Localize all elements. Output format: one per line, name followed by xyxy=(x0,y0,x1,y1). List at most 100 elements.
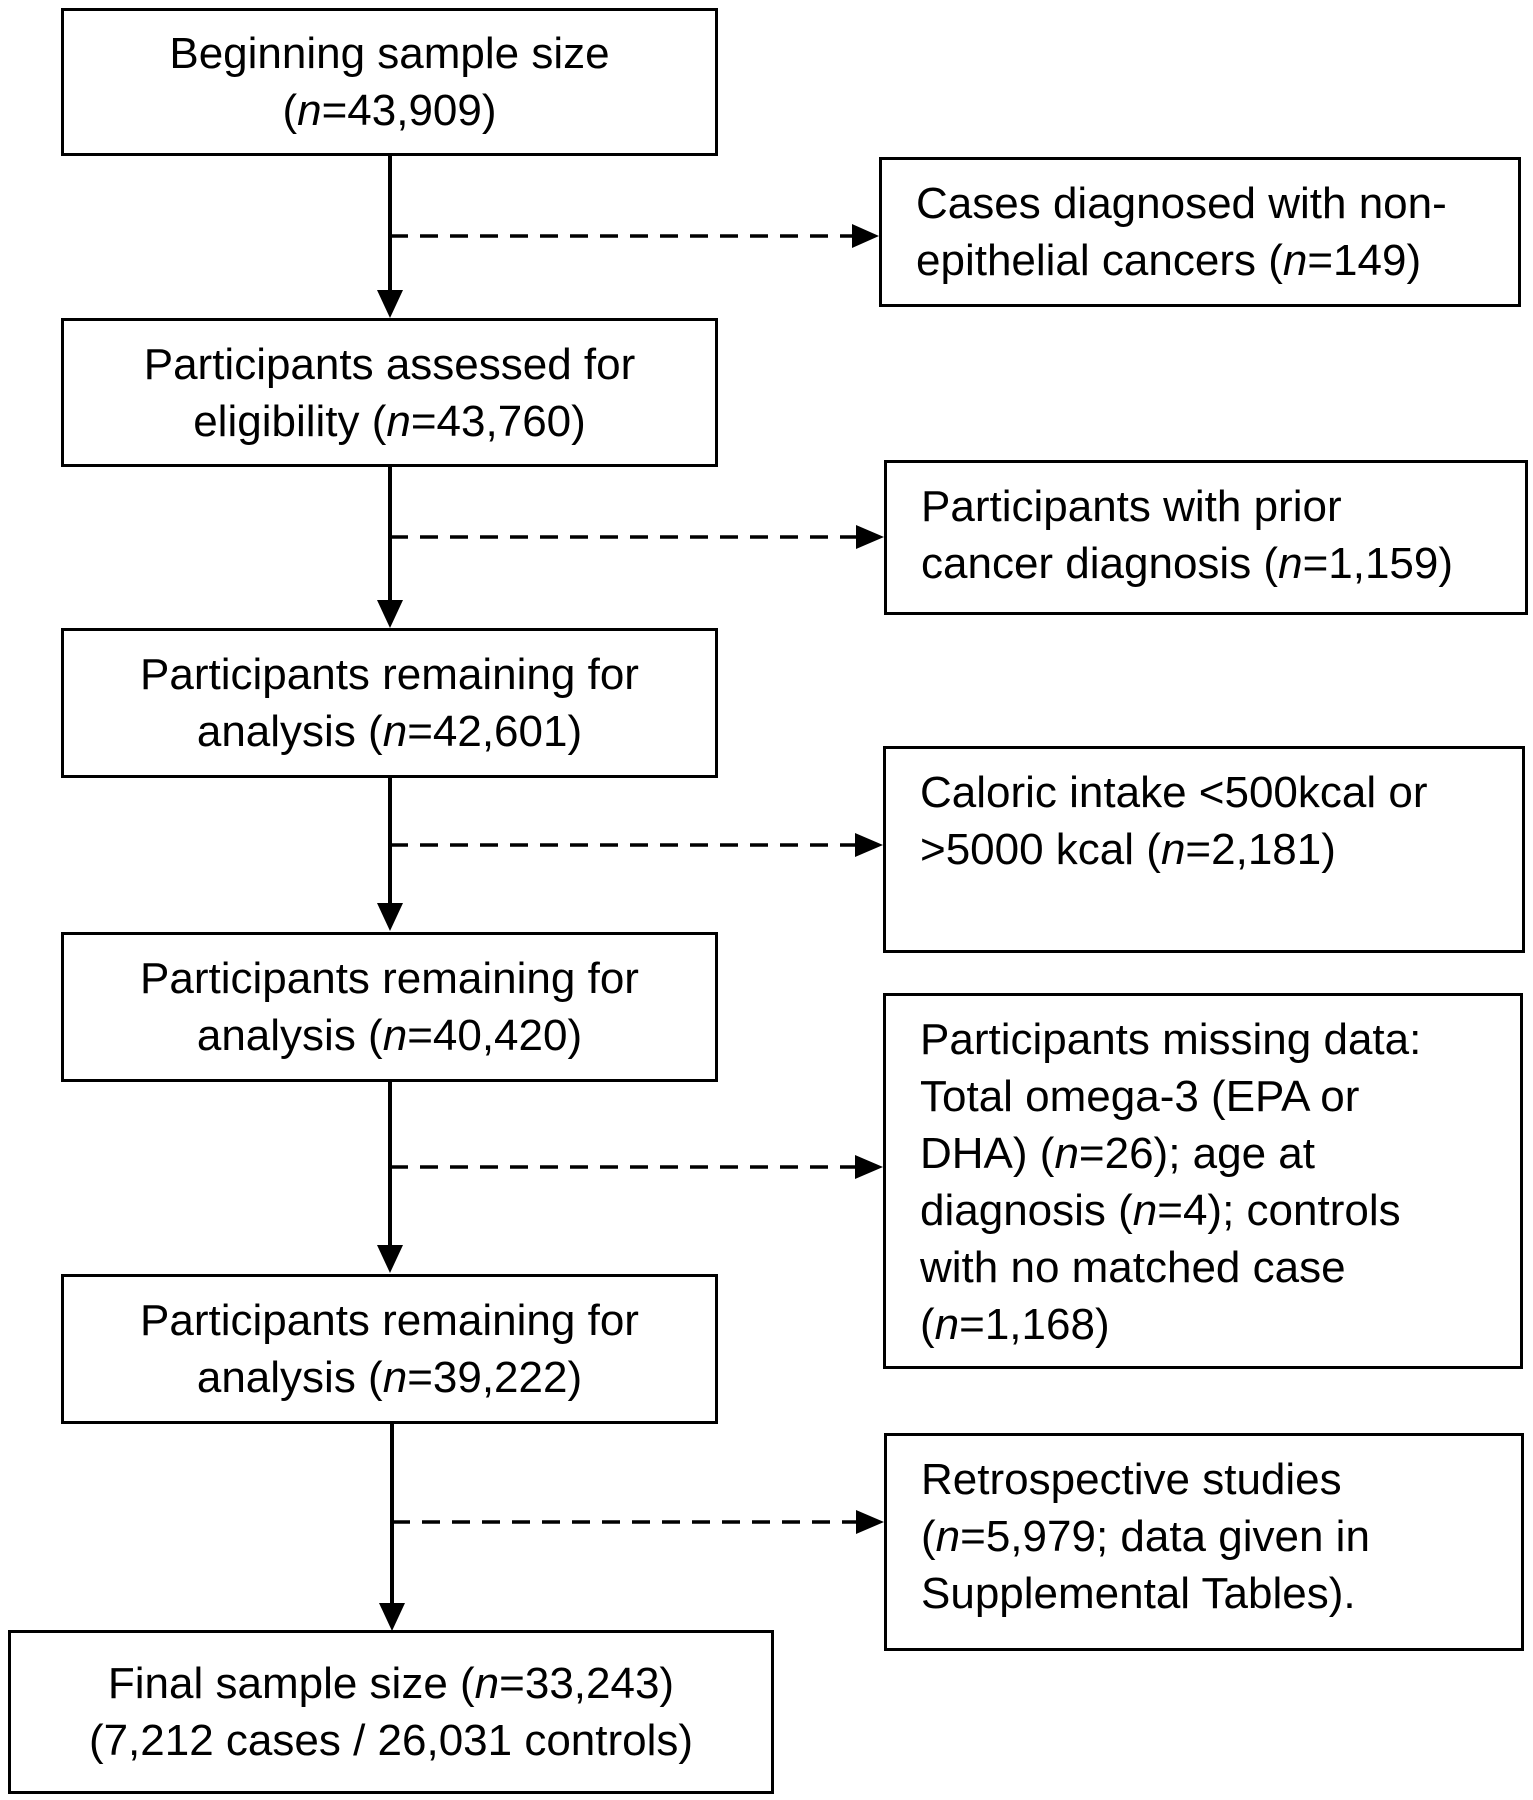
box-text-segment: Retrospective studies xyxy=(921,1455,1342,1504)
box-text-segment: =5,979; data given in xyxy=(960,1512,1370,1561)
box-text-segment: Cases diagnosed with non- xyxy=(916,179,1447,228)
box-text-segment: =1,159) xyxy=(1302,539,1454,588)
n-symbol: n xyxy=(935,1512,961,1561)
final-sample-box: Final sample size (n=33,243)(7,212 cases… xyxy=(8,1630,774,1794)
exclusion-box-missing-data: Participants missing data: Total omega-3 … xyxy=(883,993,1523,1369)
box-text-line: Participants remaining for xyxy=(140,646,639,703)
box-text-line: (n=5,979; data given in xyxy=(921,1508,1521,1565)
flow-arrowhead-2 xyxy=(377,600,403,628)
flow-arrowhead-5 xyxy=(379,1603,405,1631)
flow-arrowhead-1 xyxy=(377,290,403,318)
box-text-line: Supplemental Tables). xyxy=(921,1565,1521,1622)
n-symbol: n xyxy=(382,1353,408,1402)
box-text-line: analysis (n=40,420) xyxy=(197,1007,582,1064)
box-text-line: Participants missing data: xyxy=(920,1011,1520,1068)
box-text-segment: =2,181) xyxy=(1185,825,1336,874)
box-text-segment: =149) xyxy=(1307,236,1422,285)
box-text-segment: ( xyxy=(282,86,298,135)
n-symbol: n xyxy=(297,86,322,135)
box-text-segment: =4); controls xyxy=(1157,1186,1401,1235)
exclusion-arrowhead-2 xyxy=(856,525,884,549)
box-text-line: with no matched case xyxy=(920,1239,1520,1296)
box-text-segment: Supplemental Tables). xyxy=(921,1569,1356,1618)
box-text-segment: Final sample size ( xyxy=(107,1659,475,1708)
box-text-line: eligibility (n=43,760) xyxy=(193,393,586,450)
box-text-segment: Caloric intake <500kcal or xyxy=(920,768,1428,817)
box-text-segment: Participants missing data: xyxy=(920,1015,1422,1064)
exclusion-box-retrospective: Retrospective studies(n=5,979; data give… xyxy=(884,1433,1524,1651)
box-text-segment: Participants assessed for xyxy=(143,339,636,389)
box-text-line: (7,212 cases / 26,031 controls) xyxy=(89,1712,693,1769)
box-text-segment: eligibility ( xyxy=(193,396,387,446)
n-symbol: n xyxy=(1282,236,1308,285)
box-text-segment: =40,420) xyxy=(407,1011,583,1060)
n-symbol: n xyxy=(1278,539,1303,588)
n-symbol: n xyxy=(1054,1129,1079,1178)
box-text-segment: ( xyxy=(920,1300,935,1349)
box-text-segment: Participants remaining for xyxy=(140,650,639,699)
box-text-segment: >5000 kcal ( xyxy=(920,825,1161,874)
box-text-line: Beginning sample size xyxy=(169,25,609,82)
exclusion-box-caloric-intake: Caloric intake <500kcal or >5000 kcal (n=… xyxy=(883,746,1525,953)
box-text-line: DHA) (n=26); age at xyxy=(920,1125,1520,1182)
box-text-segment: =43,909) xyxy=(321,86,497,135)
box-text-line: cancer diagnosis (n=1,159) xyxy=(921,535,1525,592)
exclusion-arrowhead-5 xyxy=(856,1510,884,1534)
box-text-line: analysis (n=39,222) xyxy=(197,1349,582,1406)
n-symbol: n xyxy=(382,1011,408,1060)
box-text-segment: Participants remaining for xyxy=(140,954,639,1003)
box-text-line: Total omega-3 (EPA or xyxy=(920,1068,1520,1125)
box-text-segment: Participants remaining for xyxy=(140,1296,639,1345)
box-text-segment: (7,212 cases / 26,031 controls) xyxy=(88,1716,694,1765)
box-text-segment: analysis ( xyxy=(196,707,383,756)
box-text-segment: with no matched case xyxy=(920,1243,1346,1292)
box-text-line: Participants assessed for xyxy=(144,336,636,393)
box-text-segment: Participants with prior xyxy=(921,482,1342,531)
exclusion-arrowhead-1 xyxy=(852,224,879,248)
box-text-line: analysis (n=42,601) xyxy=(197,703,582,760)
box-text-segment: diagnosis ( xyxy=(920,1186,1133,1235)
n-symbol: n xyxy=(1160,825,1186,874)
n-symbol: n xyxy=(934,1300,960,1349)
box-text-segment: cancer diagnosis ( xyxy=(921,539,1279,588)
box-text-segment: DHA) ( xyxy=(920,1129,1055,1178)
box-text-segment: =33,243) xyxy=(499,1659,675,1708)
flow-arrowhead-4 xyxy=(377,1245,403,1273)
box-text-segment: =42,601) xyxy=(407,707,583,756)
box-text-line: Participants with prior xyxy=(921,478,1525,535)
box-text-line: (n=43,909) xyxy=(282,82,496,139)
box-text-segment: Beginning sample size xyxy=(169,29,610,78)
box-text-segment: =39,222) xyxy=(407,1353,583,1402)
box-text-line: epithelial cancers (n=149) xyxy=(916,232,1518,289)
box-text-line: Cases diagnosed with non- xyxy=(916,175,1518,232)
exclusion-arrowhead-4 xyxy=(855,1155,883,1179)
beginning-sample-box: Beginning sample size(n=43,909) xyxy=(61,8,718,156)
box-text-segment: =43,760) xyxy=(410,396,586,446)
box-text-segment: analysis ( xyxy=(196,1353,383,1402)
box-text-line: Final sample size (n=33,243) xyxy=(108,1655,674,1712)
box-text-segment: ( xyxy=(921,1512,936,1561)
flow-arrowhead-3 xyxy=(377,903,403,931)
n-symbol: n xyxy=(386,396,411,446)
box-text-line: Caloric intake <500kcal or xyxy=(920,764,1522,821)
exclusion-arrowhead-3 xyxy=(855,833,883,857)
box-text-segment: =26); age at xyxy=(1078,1129,1315,1178)
box-text-line: Participants remaining for xyxy=(140,1292,639,1349)
box-text-line: (n=1,168) xyxy=(920,1296,1520,1353)
box-text-segment: analysis ( xyxy=(196,1011,383,1060)
box-text-segment: =1,168) xyxy=(959,1300,1110,1349)
exclusion-box-non-epithelial: Cases diagnosed with non-epithelial canc… xyxy=(879,157,1521,307)
n-symbol: n xyxy=(1132,1186,1158,1235)
n-symbol: n xyxy=(382,707,408,756)
box-text-segment: epithelial cancers ( xyxy=(916,236,1283,285)
box-text-line: diagnosis (n=4); controls xyxy=(920,1182,1520,1239)
box-text-segment: Total omega-3 (EPA or xyxy=(920,1072,1360,1121)
box-text-line: Retrospective studies xyxy=(921,1451,1521,1508)
